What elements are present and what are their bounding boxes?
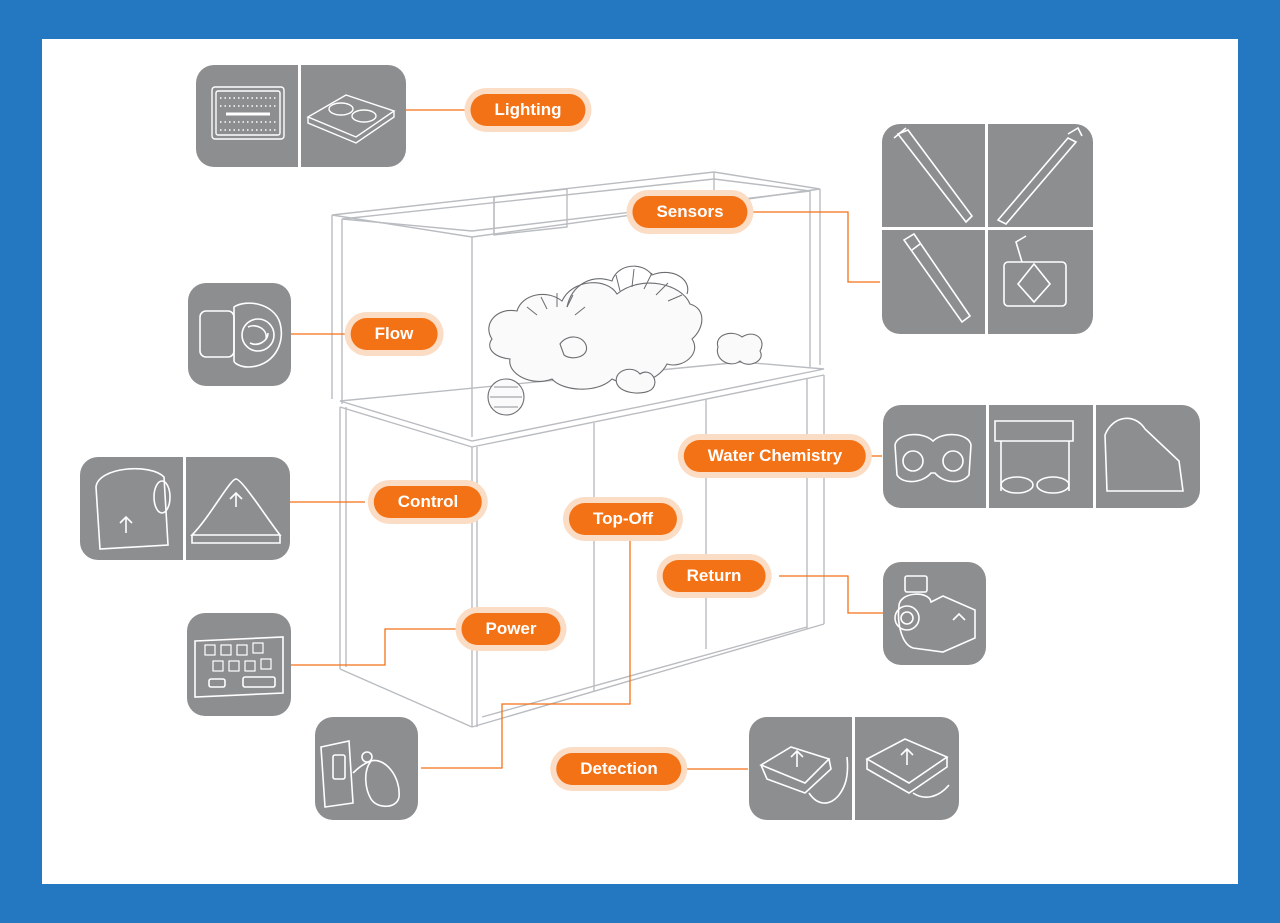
aquarium-diagram	[288, 109, 883, 770]
power-strip-tile	[187, 613, 291, 716]
controller-icons	[95, 467, 282, 550]
water-chemistry-products-tile	[883, 405, 1200, 508]
top-off-products-tile	[315, 717, 418, 820]
control-products-tile	[80, 457, 290, 560]
sensors-label[interactable]: Sensors	[632, 196, 748, 228]
return-label[interactable]: Return	[662, 560, 766, 592]
connector-lines	[288, 109, 883, 770]
led-light-icon	[211, 86, 396, 144]
detection-products-tile	[749, 717, 959, 820]
detection-label[interactable]: Detection	[556, 753, 682, 785]
return-pump-tile	[883, 562, 986, 665]
water-chemistry-label[interactable]: Water Chemistry	[683, 440, 867, 472]
diagram-panel: Lighting Sensors Flow Water Chemistry Co…	[42, 39, 1238, 884]
wave-pump-icon	[199, 302, 283, 368]
flow-label[interactable]: Flow	[350, 318, 438, 350]
probe-sensor-icons	[893, 126, 1083, 324]
dosing-pump-icons	[894, 417, 1184, 494]
power-label[interactable]: Power	[461, 613, 561, 645]
power-strip-icon	[194, 636, 284, 698]
lighting-products-tile	[196, 65, 406, 167]
leak-detector-icons	[759, 738, 950, 804]
top-off-label[interactable]: Top-Off	[568, 503, 678, 535]
lighting-label[interactable]: Lighting	[470, 94, 586, 126]
return-pump-icon	[894, 575, 976, 653]
flow-pump-tile	[188, 283, 291, 386]
reef-rockwork	[487, 265, 763, 416]
sensors-products-tile	[882, 124, 1093, 334]
ato-sensor-icon	[320, 740, 400, 808]
control-label[interactable]: Control	[373, 486, 483, 518]
